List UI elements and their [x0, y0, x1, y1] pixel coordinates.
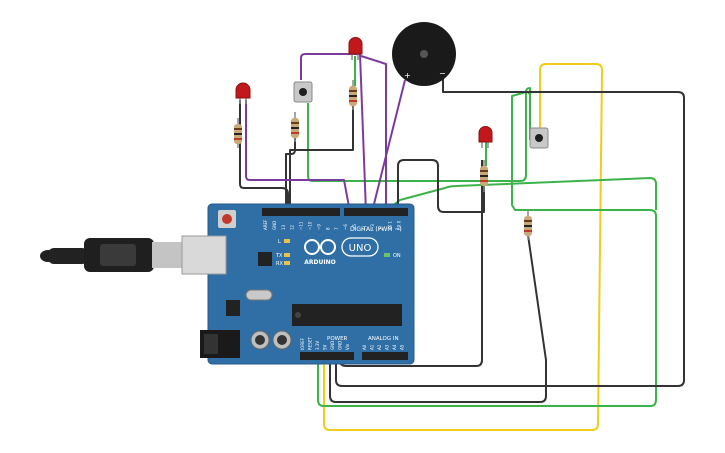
usb-chip	[258, 252, 272, 266]
digital-pin-label: 2	[379, 227, 384, 230]
led-on-label: ON	[393, 253, 401, 259]
digital-pin-labels: AREF GND 13 12 ~11 ~10~9 8 7 ~6 ~5 4 ~3 2 TX 1 RX 0	[263, 219, 402, 231]
analog-pin-label: A4	[392, 344, 397, 350]
wire-black-resistor3-gnd[interactable]	[329, 234, 547, 403]
resistor-3[interactable]	[349, 80, 357, 110]
wire-black-buzzer-gnd[interactable]	[335, 70, 685, 387]
atmega-chip	[292, 304, 402, 326]
digital-pin-label: 7	[334, 227, 339, 230]
arduino-uno-board[interactable]: L TX RX ON UNO ARDUINO DIGITAL (PWM ~) P…	[181, 203, 415, 365]
wire-purple-pushbutton1[interactable]	[300, 53, 367, 213]
analog-header-strip	[362, 352, 408, 360]
led-tx-label: TX	[275, 253, 283, 259]
digital-header-label: DIGITAL (PWM ~)	[350, 226, 402, 233]
digital-pin-label: GND	[272, 221, 277, 230]
digital-header-left	[262, 208, 340, 216]
digital-pin-label: 8	[325, 227, 330, 230]
resistor-5[interactable]	[524, 210, 532, 240]
led-l-label: L	[278, 239, 281, 245]
power-pin-label: IOREF	[300, 337, 305, 350]
power-pin-label: RESET	[308, 337, 313, 350]
analog-pin-label: A5	[400, 344, 405, 350]
digital-header-right	[344, 208, 408, 216]
reset-button-cap[interactable]	[222, 214, 232, 224]
power-pin-label: 3.3V	[315, 341, 320, 350]
led-rx-label: RX	[276, 261, 283, 267]
digital-pin-label: RX 0	[397, 220, 402, 230]
led-rx-indicator	[284, 261, 290, 265]
wire-yellow-button-5v[interactable]	[323, 63, 603, 431]
buzzer-minus-label: −	[439, 69, 446, 78]
uno-label: UNO	[349, 243, 372, 254]
led-on-indicator	[384, 253, 390, 257]
wire-black-loop-pin[interactable]	[397, 159, 485, 213]
arduino-logo-icon	[304, 239, 336, 255]
digital-pin-label: 4	[361, 227, 366, 230]
power-header-strip	[300, 352, 354, 360]
brand-label: ARDUINO	[304, 259, 335, 266]
pushbutton-2[interactable]	[529, 127, 549, 149]
power-pin-label: Vin	[345, 343, 350, 350]
crystal	[245, 289, 273, 301]
digital-pin-label: ~5	[352, 224, 357, 230]
led-tx-indicator	[284, 253, 290, 257]
pushbutton-1[interactable]	[293, 81, 313, 103]
analog-pin-label: A3	[385, 344, 390, 350]
wire-black-led1-gnd[interactable]	[239, 100, 289, 212]
wire-purple-led1[interactable]	[245, 100, 351, 213]
wire-green-d2[interactable]	[383, 177, 657, 213]
uno-badge	[341, 237, 379, 257]
analog-pin-label: A0	[362, 344, 367, 350]
led-3[interactable]	[478, 126, 493, 149]
analog-pin-label: A1	[370, 344, 375, 350]
buzzer-plus-label: +	[404, 71, 411, 80]
wire-black-resistor4[interactable]	[289, 103, 354, 212]
digital-pin-label: ~11	[299, 221, 304, 230]
digital-pin-label: ~9	[316, 224, 321, 230]
digital-pin-label: ~10	[308, 221, 313, 230]
led-1[interactable]	[235, 82, 251, 104]
digital-pin-label: ~6	[343, 224, 348, 230]
usb-jack	[181, 235, 227, 275]
resistor-1[interactable]	[234, 118, 242, 148]
digital-pin-label: ~3	[370, 224, 375, 230]
digital-pin-label: 12	[290, 224, 295, 230]
analog-pin-label: A2	[377, 344, 382, 350]
wire-purple-buzzer[interactable]	[371, 79, 406, 213]
resistor-2[interactable]	[291, 112, 299, 142]
power-pin-label: 5V	[323, 344, 328, 350]
power-pin-label: GND	[330, 341, 335, 350]
digital-pin-label: AREF	[263, 219, 268, 230]
power-header-label: POWER	[327, 336, 348, 342]
digital-pin-label: 13	[281, 224, 286, 230]
digital-pin-label: TX 1	[388, 221, 393, 231]
resistor-4[interactable]	[480, 160, 488, 192]
led-2[interactable]	[348, 37, 363, 61]
analog-header-label: ANALOG IN	[368, 336, 399, 342]
piezo-buzzer[interactable]: + −	[392, 22, 456, 86]
led-l-indicator	[284, 239, 290, 243]
wire-green-pushbutton1[interactable]	[307, 87, 531, 182]
power-pin-label: GND	[338, 341, 343, 350]
voltage-regulator	[226, 300, 240, 316]
